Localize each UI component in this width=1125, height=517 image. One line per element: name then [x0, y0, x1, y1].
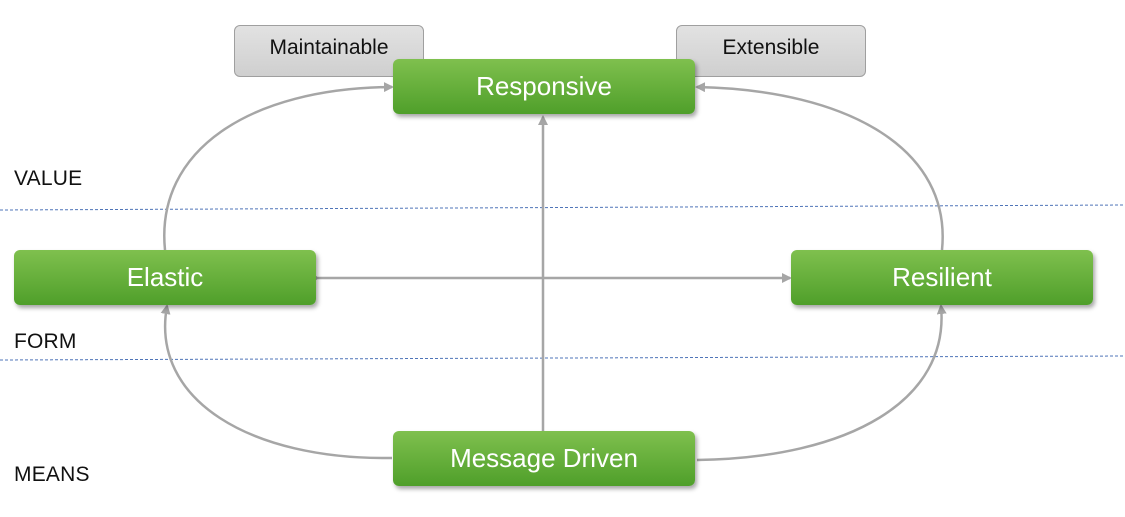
node-elastic: Elastic: [14, 250, 316, 305]
layer-label-form: FORM: [14, 330, 77, 353]
node-message-driven-label: Message Driven: [450, 443, 638, 473]
arrow-message-driven-to-elastic: [160, 304, 393, 460]
quality-extensible: Extensible: [676, 25, 866, 77]
layer-label-value: VALUE: [14, 167, 83, 190]
node-message-driven: Message Driven: [393, 431, 695, 486]
divider-form-means: [0, 355, 1125, 361]
node-resilient-label: Resilient: [892, 262, 992, 292]
quality-maintainable-label: Maintainable: [269, 36, 389, 59]
arrow-elastic-to-responsive: [163, 82, 394, 251]
node-responsive-label: Responsive: [476, 71, 612, 101]
arrow-resilient-to-responsive: [695, 82, 944, 251]
quality-extensible-label: Extensible: [722, 36, 820, 59]
node-elastic-label: Elastic: [126, 262, 204, 292]
layer-label-means: MEANS: [14, 463, 90, 486]
node-responsive: Responsive: [393, 59, 695, 114]
arrow-message-driven-to-resilient: [696, 304, 947, 462]
node-resilient: Resilient: [791, 250, 1093, 305]
quality-maintainable: Maintainable: [234, 25, 424, 77]
